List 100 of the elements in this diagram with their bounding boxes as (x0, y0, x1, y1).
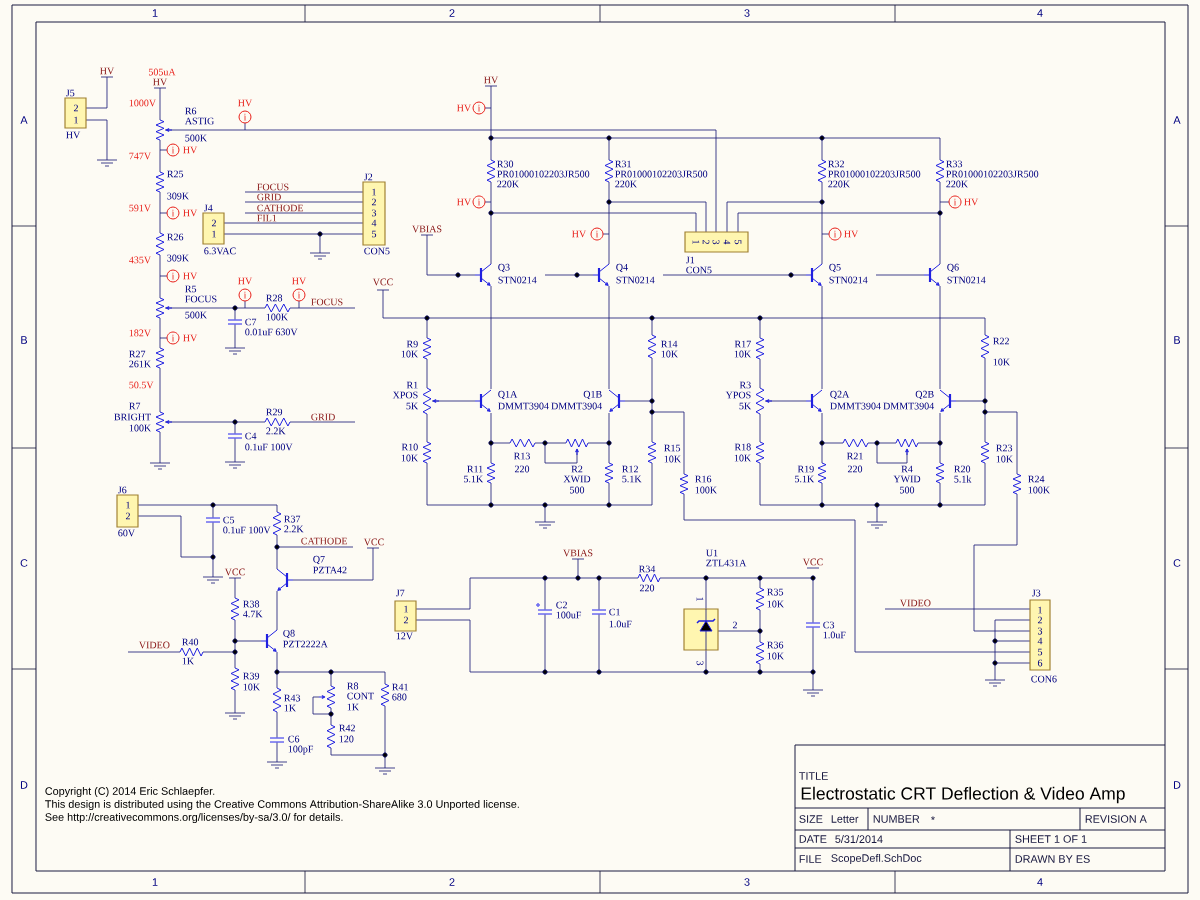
component-label: 12V (396, 632, 413, 640)
pin-number: 2 (371, 198, 376, 206)
component-label: DMMT3904 (883, 402, 935, 410)
pin-number: 1 (692, 240, 700, 244)
component-label: 309K (167, 254, 189, 262)
component-label: R22 (993, 337, 1009, 345)
component-label: 2.2K (284, 525, 304, 533)
component-label: 220K (828, 180, 850, 188)
pin-number: 1 (74, 116, 78, 124)
component-label: PR01000102203JR500 (497, 170, 590, 178)
grid-label: A (1173, 116, 1181, 124)
net-label: FOCUS (311, 298, 343, 306)
net-label: VCC (802, 558, 823, 566)
pin-number: 1 (1038, 606, 1042, 614)
component-label: R32 (828, 160, 844, 168)
component-label: 1.0uF (609, 620, 632, 628)
net-label: HV (964, 198, 979, 206)
voltage-label: 50.5V (129, 381, 154, 389)
net-label: GRID (257, 193, 281, 201)
voltage-label: 591V (129, 204, 151, 212)
net-label: HV (183, 209, 198, 217)
component-label: 100K (266, 313, 288, 321)
title-block-text: REVISION A (1085, 815, 1147, 823)
component-label: DMMT3904 (498, 402, 549, 410)
component-label: J7 (396, 589, 405, 597)
pin-number: 4 (1037, 637, 1043, 645)
component-label: Q1B (583, 390, 602, 400)
component-label: CON6 (1031, 675, 1057, 683)
grid-label: A (20, 116, 28, 124)
component-label: 10K (996, 455, 1013, 463)
component-label: 5K (739, 402, 752, 410)
grid-label: 3 (744, 878, 750, 886)
component-label: R5 (185, 285, 197, 293)
component-label: R28 (266, 294, 283, 302)
component-label: XWID (563, 475, 591, 483)
component-label: R40 (182, 638, 199, 646)
component-label: YWID (893, 475, 921, 483)
grid-label: 4 (1037, 9, 1043, 17)
title-block-text: SIZE (799, 815, 823, 823)
net-label: HV (100, 67, 115, 75)
component-label: R43 (284, 694, 301, 702)
component-label: R11 (467, 465, 483, 473)
component-label: R2 (571, 465, 583, 473)
net-label: HV (844, 230, 859, 238)
component-label: STN0214 (498, 276, 537, 284)
component-label: 0.01uF 630V (245, 328, 298, 336)
component-label: R30 (497, 160, 514, 168)
component-label: 680 (392, 693, 407, 701)
component-label: 309K (167, 192, 189, 200)
title-block-text: ScopeDefl.SchDoc (831, 853, 922, 865)
grid-label: 1 (152, 878, 158, 886)
net-label: HV (457, 104, 472, 112)
voltage-label: 182V (129, 329, 151, 337)
component-label: Q2B (915, 390, 934, 400)
component-label: 10K (734, 454, 752, 462)
component-label: R24 (1028, 475, 1045, 483)
component-label: PR01000102203JR500 (828, 170, 921, 178)
component-label: ZTL431A (706, 559, 747, 567)
pin-number: 4 (371, 219, 377, 227)
component-label: 500K (185, 134, 207, 142)
component-label: 10K (661, 350, 678, 358)
component-label: Q3 (498, 263, 510, 273)
pin-number: 2 (211, 219, 216, 227)
title-block-text: 5/31/2014 (835, 835, 883, 843)
component-label: 10K (664, 455, 681, 463)
grid-label: C (1173, 559, 1181, 567)
component-label: BRIGHT (114, 413, 151, 421)
component-label: R29 (266, 408, 283, 416)
license-text: This design is distributed using the Creative Commons Attribution-ShareAlike 3.0 Unported license. (45, 799, 519, 811)
component-label: J3 (1032, 589, 1041, 597)
component-label: DMMT3904 (830, 402, 881, 410)
component-label: Q6 (947, 263, 959, 273)
component-label: R27 (129, 350, 146, 358)
voltage-label: 505uA (148, 68, 176, 76)
net-label: HV (457, 198, 472, 206)
component-label: J2 (364, 173, 373, 181)
component-label: STN0214 (829, 276, 868, 284)
grid-label: D (1174, 781, 1181, 789)
component-label: R31 (615, 160, 631, 168)
component-label: 261K (129, 360, 151, 368)
component-label: 10K (401, 454, 419, 462)
component-label: R7 (129, 402, 141, 410)
title-block-text: * (931, 816, 935, 821)
component-label: R9 (406, 340, 418, 348)
component-label: R18 (734, 443, 751, 451)
title-block-text: TITLE (799, 772, 828, 780)
title-block-text: DATE (799, 835, 827, 843)
component-label: PR01000102203JR500 (946, 170, 1039, 178)
component-label: R33 (946, 160, 963, 168)
component-label: R8 (347, 682, 359, 690)
component-label: J6 (118, 486, 127, 494)
component-label: U1 (706, 549, 718, 557)
component-label: 10K (767, 600, 784, 608)
component-label: C7 (245, 318, 257, 326)
pin-number: 3 (1038, 627, 1043, 635)
grid-label: 1 (152, 9, 158, 17)
pin-number: 6 (1037, 659, 1043, 667)
net-label: GRID (311, 413, 335, 421)
pin-number: 2 (1037, 616, 1042, 624)
component-label: C6 (288, 735, 300, 743)
